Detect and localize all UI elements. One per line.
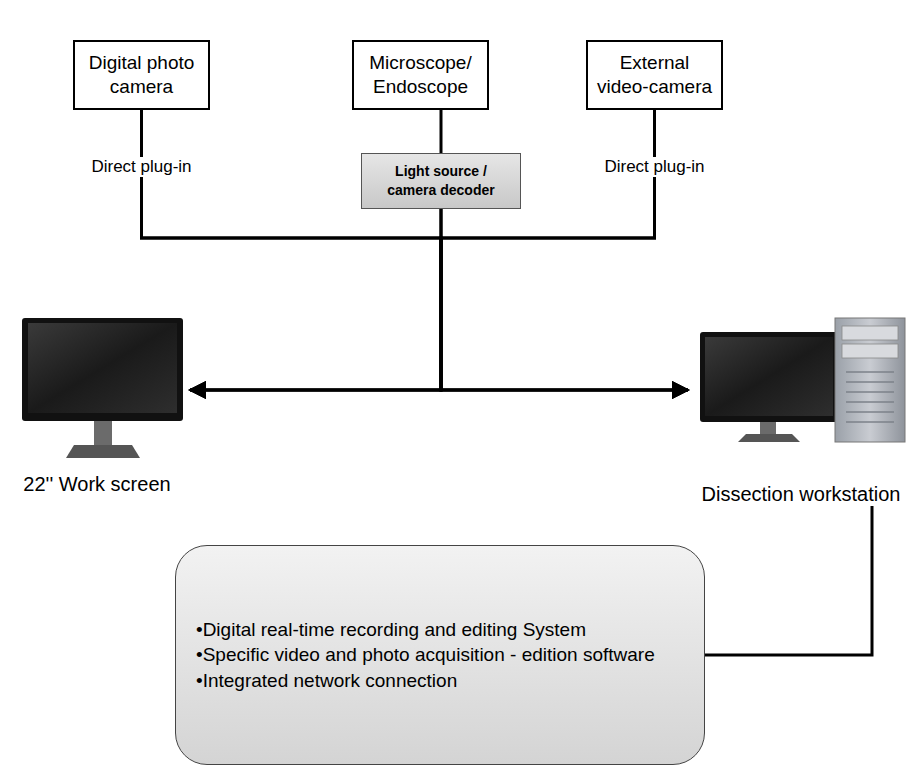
connector-line (142, 110, 442, 390)
connector-line (190, 110, 655, 390)
connector-line (441, 209, 688, 390)
edge-label: Direct plug-in (600, 157, 708, 177)
connector-line (705, 506, 872, 655)
node-text: 22'' Work screen (23, 473, 170, 496)
bullet-text: •Digital real-time recording and editing… (196, 617, 684, 642)
edge-label: Direct plug-in (87, 157, 195, 177)
monitor-picture (22, 318, 183, 458)
node-text: Digital photo camera (83, 51, 200, 99)
connector-line (142, 110, 689, 390)
device-box: Digital photo camera (73, 40, 210, 110)
workstation-picture (700, 318, 905, 442)
connector-line (190, 209, 441, 390)
feature-box: •Digital real-time recording and editing… (175, 545, 705, 765)
connector-line (441, 110, 688, 390)
node-text: External video-camera (596, 51, 713, 99)
node-text: Light source / camera decoder (372, 162, 510, 200)
bullet-text: •Integrated network connection (196, 668, 684, 693)
workstation-node: Dissection workstation (690, 316, 912, 506)
device-box: Microscope/ Endoscope (352, 40, 489, 110)
connector-line (440, 110, 443, 153)
screen-node: 22'' Work screen (6, 316, 188, 496)
node-text: Microscope/ Endoscope (362, 51, 479, 99)
device-box: External video-camera (586, 40, 723, 110)
bullet-text: •Specific video and photo acquisition - … (196, 642, 684, 667)
decoder-box: Light source / camera decoder (361, 153, 521, 209)
node-text: Dissection workstation (702, 483, 901, 506)
